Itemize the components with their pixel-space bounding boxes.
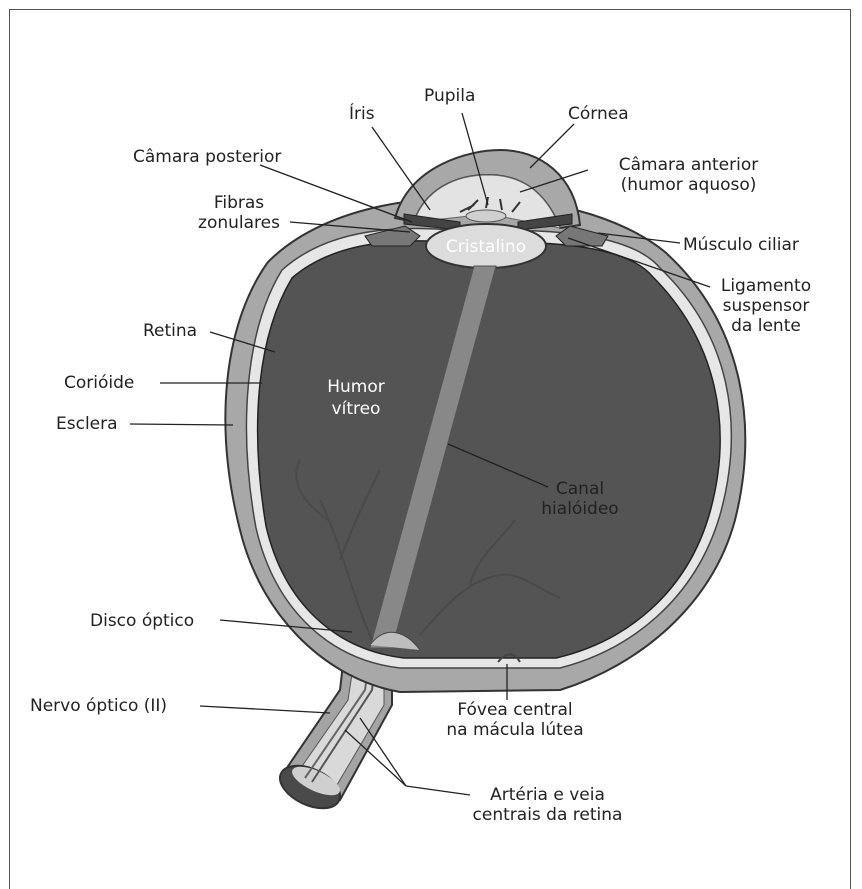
label-camara-anterior-line2: (humor aquoso) — [596, 175, 781, 195]
label-fibras-line1: Fibras — [184, 193, 294, 213]
label-arteria-line1: Artéria e veia — [455, 785, 640, 805]
label-ligamento-line2: suspensor — [706, 296, 826, 316]
label-fovea: Fóvea central na mácula lútea — [430, 700, 600, 740]
label-corioide: Corióide — [64, 373, 134, 393]
vitreous-body — [258, 241, 720, 658]
label-esclera: Esclera — [56, 414, 118, 434]
label-disco-optico: Disco óptico — [90, 611, 194, 631]
label-pupila: Pupila — [424, 86, 475, 106]
label-ligamento: Ligamento suspensor da lente — [706, 276, 826, 336]
label-arteria-veia: Artéria e veia centrais da retina — [455, 785, 640, 825]
label-canal-line1: Canal — [525, 479, 635, 499]
label-ligamento-line1: Ligamento — [706, 276, 826, 296]
label-ligamento-line3: da lente — [706, 316, 826, 336]
vitreous-label-line1: Humor — [327, 377, 385, 397]
label-canal-line2: hialóideo — [525, 499, 635, 519]
label-arteria-line2: centrais da retina — [455, 805, 640, 825]
label-fovea-line1: Fóvea central — [430, 700, 600, 720]
label-fibras-line2: zonulares — [184, 213, 294, 233]
label-retina: Retina — [143, 321, 197, 341]
vitreous-label-line2: vítreo — [332, 399, 381, 419]
label-fibras-zonulares: Fibras zonulares — [184, 193, 294, 233]
lens-label: Cristalino — [446, 237, 526, 257]
pupil — [466, 210, 506, 222]
label-camara-anterior: Câmara anterior (humor aquoso) — [596, 155, 781, 195]
label-camara-anterior-line1: Câmara anterior — [596, 155, 781, 175]
label-fovea-line2: na mácula lútea — [430, 720, 600, 740]
label-camara-posterior: Câmara posterior — [133, 147, 281, 167]
label-musculo-ciliar: Músculo ciliar — [683, 235, 799, 255]
label-canal-hialoideo: Canal hialóideo — [525, 479, 635, 519]
label-iris: Íris — [349, 104, 375, 124]
label-cornea: Córnea — [568, 104, 629, 124]
label-nervo-optico: Nervo óptico (II) — [30, 696, 167, 716]
